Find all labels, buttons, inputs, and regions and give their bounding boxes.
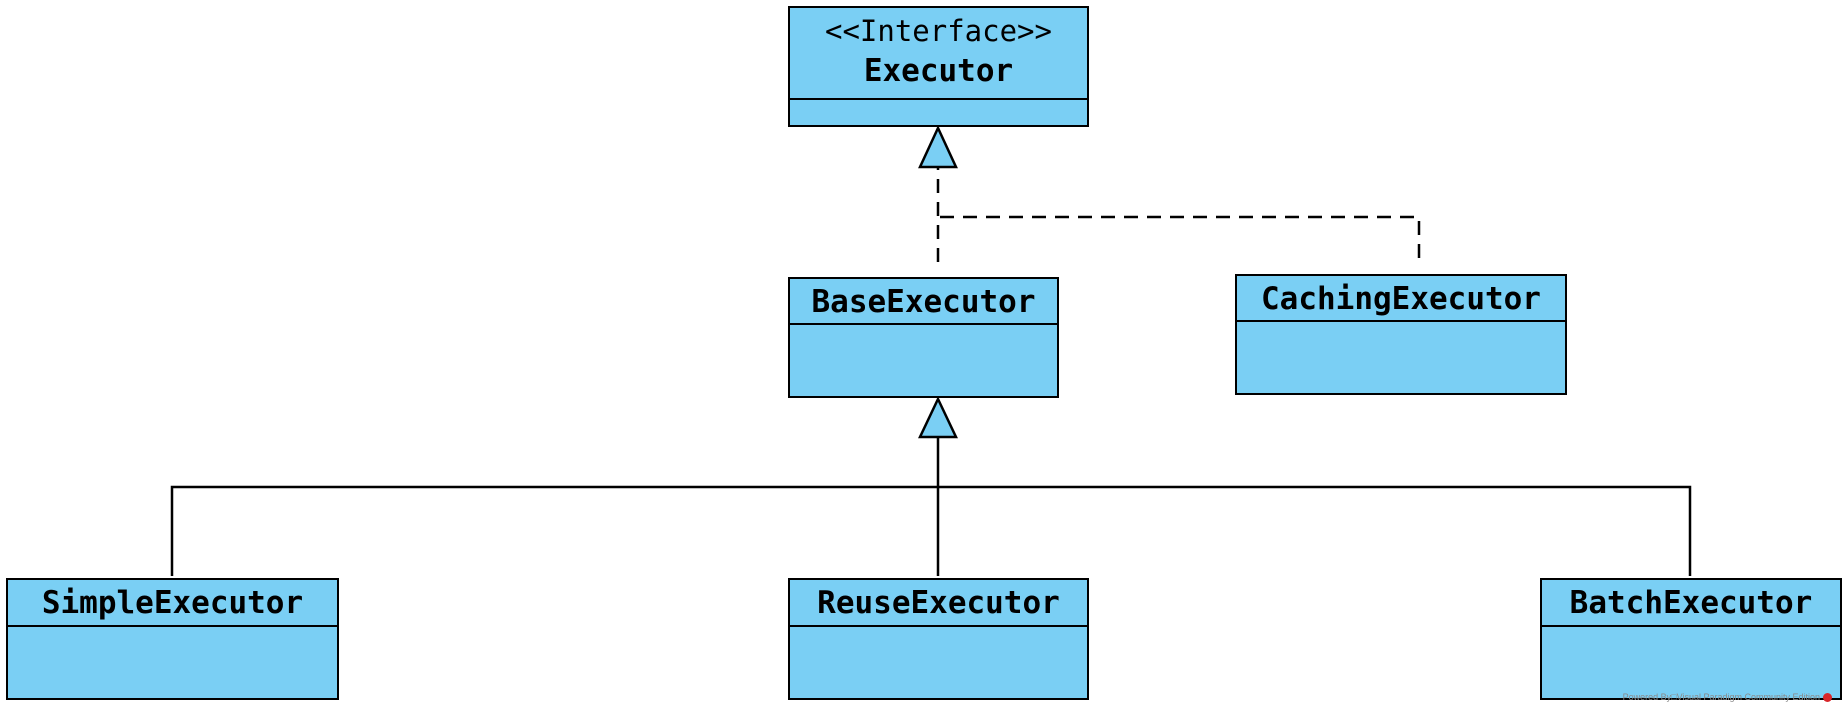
- realization-arrowhead: [918, 125, 958, 169]
- watermark-text: Powered By□Visual Paradigm Community Edi…: [1622, 691, 1820, 702]
- watermark: Powered By□Visual Paradigm Community Edi…: [1623, 692, 1832, 702]
- class-batch-executor[interactable]: BatchExecutor: [1540, 578, 1842, 700]
- class-simple-executor[interactable]: SimpleExecutor: [6, 578, 339, 700]
- class-name: BatchExecutor: [1569, 585, 1813, 621]
- generalization-arrowhead: [918, 396, 958, 439]
- class-executor-header: <<Interface>> Executor: [790, 8, 1087, 100]
- class-name: BaseExecutor: [811, 284, 1036, 320]
- class-name: ReuseExecutor: [817, 585, 1060, 621]
- class-base-executor-header: BaseExecutor: [790, 279, 1057, 325]
- class-base-executor[interactable]: BaseExecutor: [788, 277, 1059, 398]
- class-batch-executor-header: BatchExecutor: [1542, 580, 1840, 627]
- realization-line-caching-executor: [938, 215, 1421, 258]
- generalization-line-batch-executor: [938, 485, 1692, 576]
- class-name: Executor: [863, 53, 1014, 89]
- generalization-line-simple-executor: [170, 485, 938, 576]
- class-reuse-executor[interactable]: ReuseExecutor: [788, 578, 1089, 700]
- class-caching-executor[interactable]: CachingExecutor: [1235, 274, 1567, 395]
- class-simple-executor-header: SimpleExecutor: [8, 580, 337, 627]
- visual-paradigm-logo-icon: [1823, 693, 1832, 702]
- class-reuse-executor-header: ReuseExecutor: [790, 580, 1087, 627]
- class-name: CachingExecutor: [1261, 281, 1541, 317]
- stereotype-label: <<Interface>>: [825, 14, 1052, 48]
- class-caching-executor-header: CachingExecutor: [1237, 276, 1565, 322]
- class-executor[interactable]: <<Interface>> Executor: [788, 6, 1089, 127]
- class-name: SimpleExecutor: [41, 585, 304, 621]
